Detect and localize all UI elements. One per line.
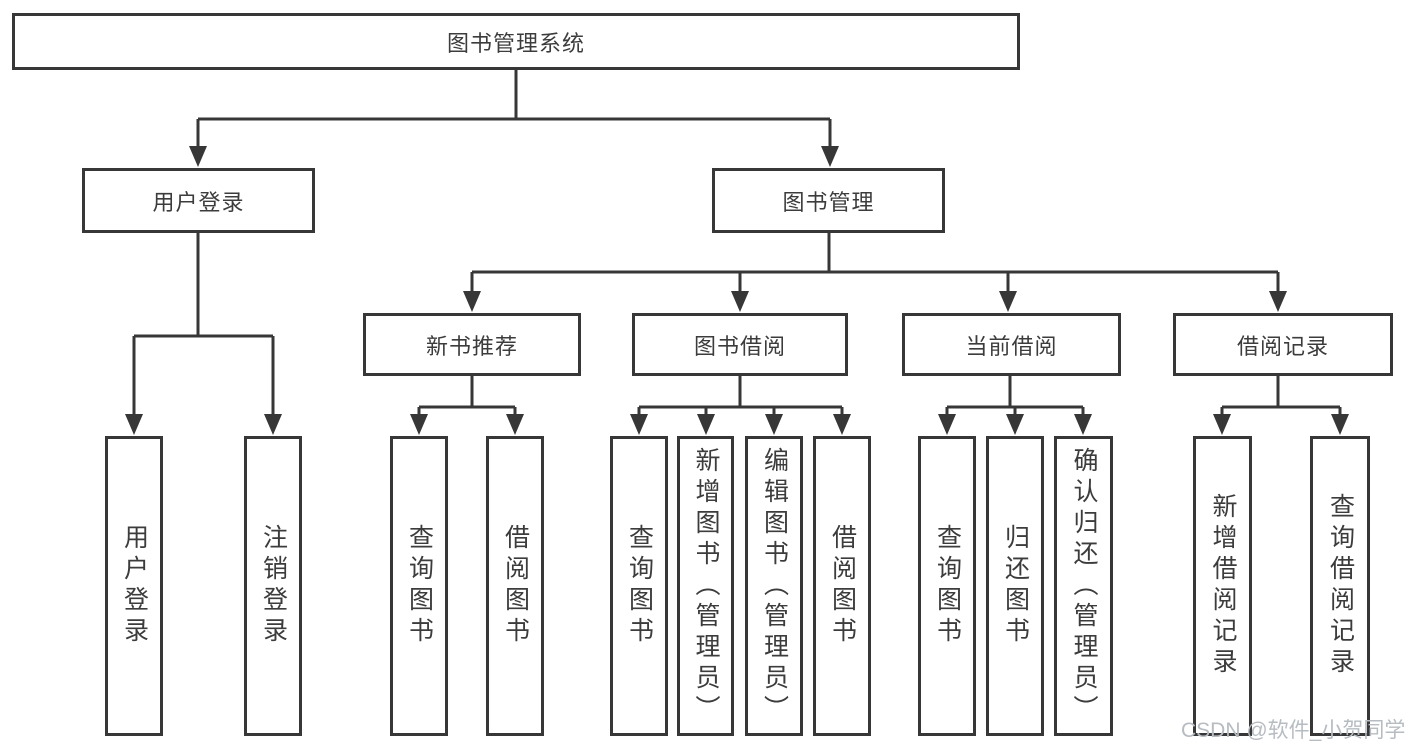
node-new-book-recommend-label: 新书推荐 [425,333,518,359]
leaf-borrow-books: 借阅图书 [813,436,871,736]
leaf-return-books-label: 归还图书 [1001,524,1030,648]
leaf-query-books-current: 查询图书 [918,436,976,736]
connector-current-borrow-to-children [945,376,1085,417]
leaf-user-login-label: 用户登录 [120,524,149,648]
leaf-edit-books-admin-label: 编辑图书（管理员） [760,446,789,726]
node-current-borrow-label: 当前借阅 [965,333,1058,359]
leaf-query-books-borrow-label: 查询图书 [625,524,654,648]
connector-book-borrow-to-children [637,376,844,417]
node-user-login-label: 用户登录 [152,189,245,215]
leaf-query-books-current-label: 查询图书 [933,524,962,648]
leaf-query-books-recommend-label: 查询图书 [405,524,434,648]
node-borrow-records: 借阅记录 [1173,313,1393,376]
leaf-borrow-books-recommend: 借阅图书 [486,436,544,736]
node-borrow-records-label: 借阅记录 [1236,333,1329,359]
leaf-add-borrow-record: 新增借阅记录 [1193,436,1252,736]
leaf-logout-label: 注销登录 [259,524,288,648]
leaf-query-books-recommend: 查询图书 [390,436,448,736]
leaf-query-borrow-record-label: 查询借阅记录 [1326,493,1355,679]
node-new-book-recommend: 新书推荐 [363,313,581,376]
arrowheads [125,146,1349,435]
leaf-confirm-return-admin: 确认归还（管理员） [1054,436,1113,736]
node-library-system: 图书管理系统 [12,13,1020,70]
leaf-add-books-admin-label: 新增图书（管理员） [692,446,720,726]
connector-new-book-recommend-to-children [417,376,517,417]
node-library-system-label: 图书管理系统 [446,30,585,56]
node-user-login: 用户登录 [82,168,315,233]
leaf-query-borrow-record: 查询借阅记录 [1310,436,1370,736]
node-current-borrow: 当前借阅 [902,313,1121,376]
connector-borrow-records-to-children [1220,376,1342,417]
leaf-query-books-borrow: 查询图书 [610,436,668,736]
node-book-management-label: 图书管理 [782,189,875,215]
node-book-borrow-label: 图书借阅 [693,333,786,359]
leaf-user-login: 用户登录 [105,436,163,736]
leaf-confirm-return-admin-label: 确认归还（管理员） [1070,446,1098,726]
csdn-watermark: CSDN @软件_小贺同学 [1181,719,1405,742]
connector-book-management-to-children [470,233,1280,294]
connector-user-login-to-children [132,233,275,417]
leaf-edit-books-admin: 编辑图书（管理员） [745,436,803,736]
node-book-management: 图书管理 [712,168,945,233]
leaf-return-books: 归还图书 [986,436,1044,736]
leaf-add-borrow-record-label: 新增借阅记录 [1209,493,1237,679]
leaf-borrow-books-recommend-label: 借阅图书 [501,524,530,648]
node-book-borrow: 图书借阅 [632,313,848,376]
leaf-logout: 注销登录 [244,436,302,736]
leaf-add-books-admin: 新增图书（管理员） [677,436,734,736]
leaf-borrow-books-label: 借阅图书 [828,524,857,648]
connector-root-to-level1 [196,69,832,149]
